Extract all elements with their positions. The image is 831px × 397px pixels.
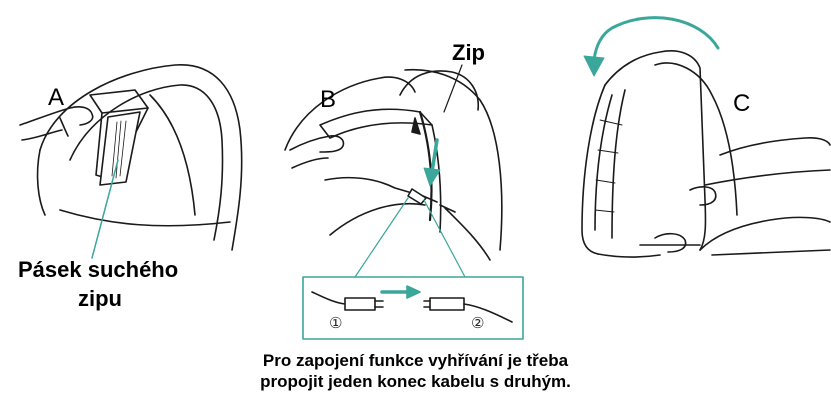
inset-callout-line-left xyxy=(355,198,408,277)
caption-line1: Pro zapojení funkce vyhřívání je třeba xyxy=(0,351,831,371)
connector-start-number: ① xyxy=(329,316,342,331)
velcro-callout-line1: Pásek suchého xyxy=(18,259,178,281)
caption-line2: propojit jeden konec kabelu s druhým. xyxy=(0,372,831,392)
connector-end-number: ② xyxy=(471,316,484,331)
zip-label: Zip xyxy=(452,42,485,64)
panel-c-drawing xyxy=(582,51,830,257)
panel-c-letter: C xyxy=(733,92,750,116)
panel-b-letter: B xyxy=(320,88,336,112)
inset-callout-line-right xyxy=(424,200,465,277)
panel-b-drawing xyxy=(285,70,502,260)
fold-direction-arrow xyxy=(584,18,718,76)
panel-a-letter: A xyxy=(48,86,64,110)
velcro-callout-line2: zipu xyxy=(78,288,122,310)
